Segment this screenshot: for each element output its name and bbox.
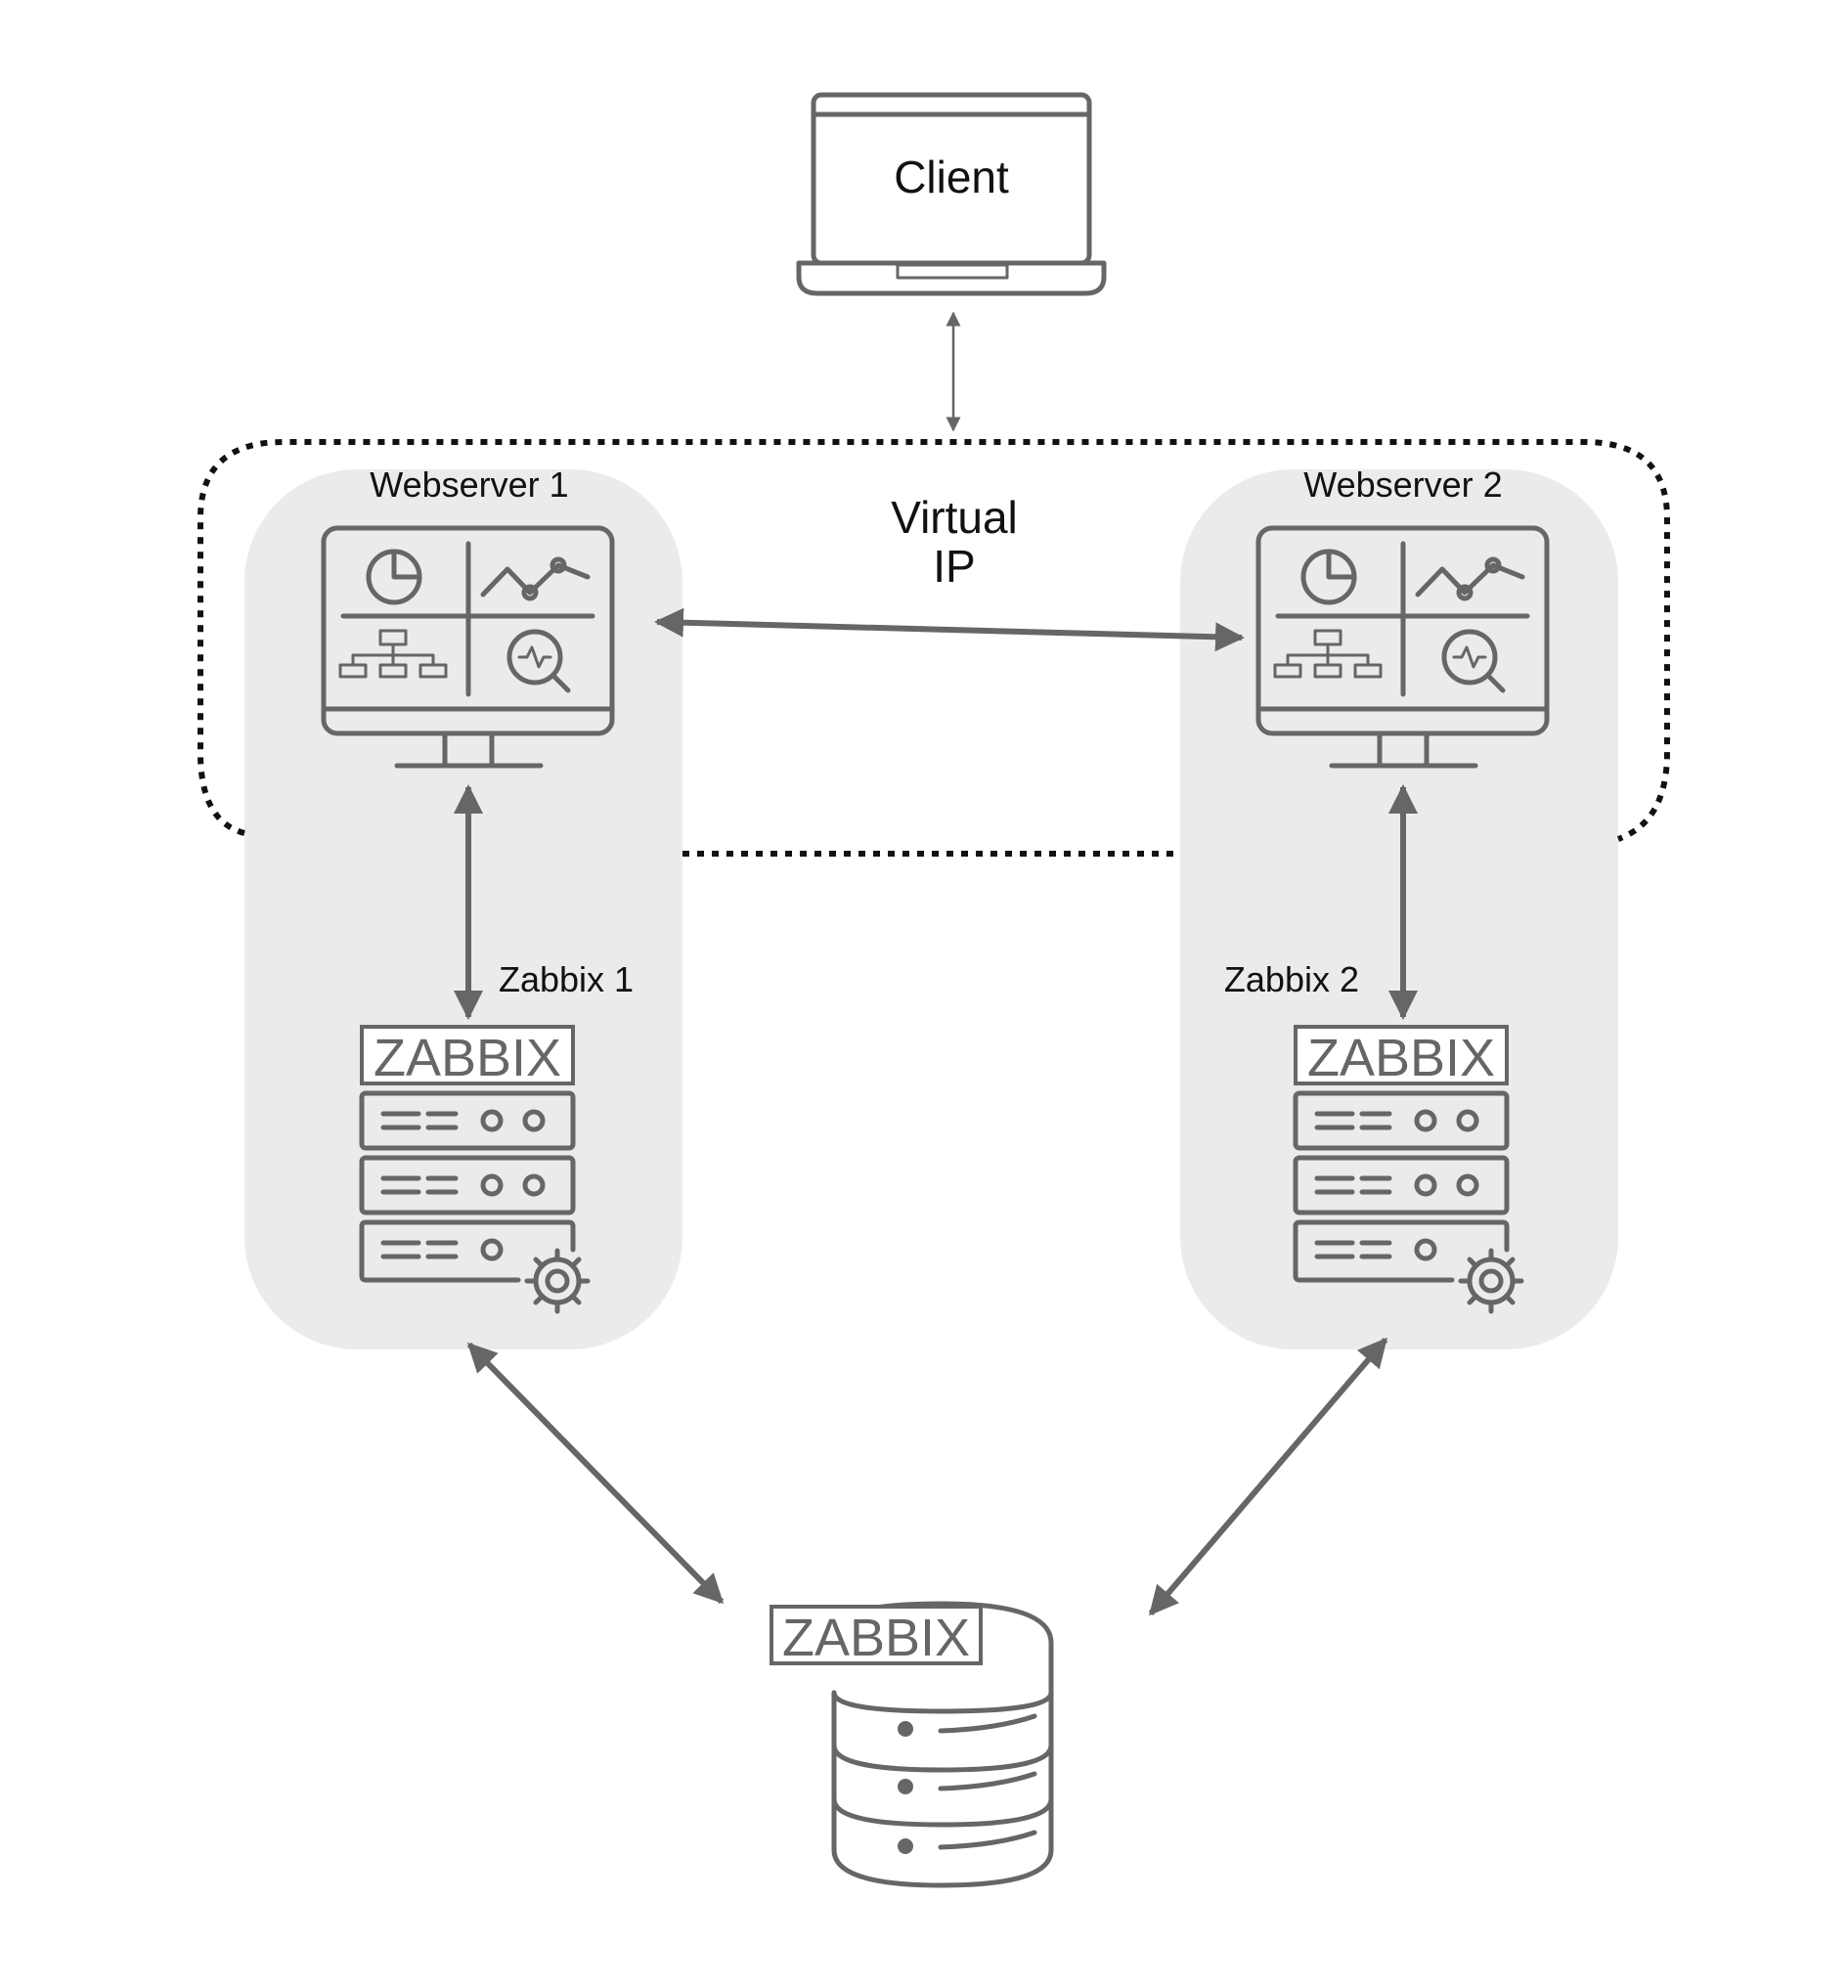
virtual-ip-label-line2: IP [933,541,975,592]
zabbix-server-icon: ZABBIX [1293,1025,1524,1314]
zabbix1-logo: ZABBIX [374,1029,561,1087]
database-icon: ZABBIX [770,1601,1054,1888]
virtual-ip-boundary [198,439,1670,857]
zabbix2-logo: ZABBIX [1307,1029,1495,1087]
webserver2-label: Webserver 2 [1303,464,1502,505]
webserver1-panel [244,469,682,1349]
webserver-sync-arrow [654,607,1245,652]
database-logo: ZABBIX [782,1609,970,1667]
monitor-dashboard-icon [1255,525,1550,769]
virtual-ip-label-line1: Virtual [891,492,1018,543]
webserver2-panel [1180,469,1618,1349]
client-label: Client [894,152,1009,202]
gear-icon [1458,1248,1524,1314]
zabbix1-label: Zabbix 1 [499,959,634,999]
monitor-dashboard-icon [321,525,615,769]
zabbix2-database-arrow [1148,1337,1388,1616]
gear-icon [524,1248,591,1314]
zabbix2-label: Zabbix 2 [1224,959,1359,999]
zabbix1-database-arrow [466,1342,725,1605]
zabbix-server-icon: ZABBIX [359,1025,591,1314]
laptop-icon [796,92,1107,296]
webserver1-label: Webserver 1 [370,464,568,505]
